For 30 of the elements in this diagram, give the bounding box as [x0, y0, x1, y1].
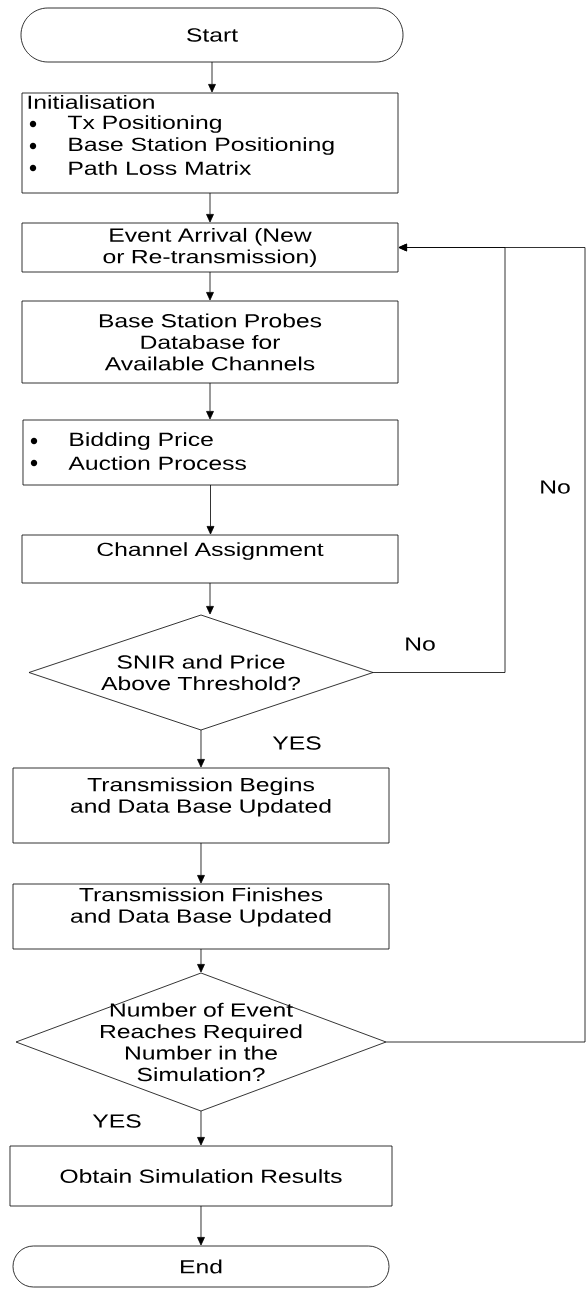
arrow — [197, 1110, 205, 1146]
arrow — [206, 192, 214, 223]
process-box: Channel Assignment — [21, 534, 399, 584]
arrow — [197, 729, 205, 768]
process-box: Obtain Simulation Results — [9, 1145, 393, 1207]
process-box — [22, 419, 399, 486]
arrow — [197, 948, 205, 973]
arrow — [208, 61, 216, 93]
list-item: Path Loss Matrix — [69, 161, 252, 175]
arrow — [206, 484, 215, 535]
arrow — [197, 842, 205, 884]
process-box: Base Station Probes Database for Available Channels — [21, 300, 399, 384]
list-item: Base Station Positioning — [69, 137, 334, 155]
arrow — [385, 243, 586, 1043]
heading: Initialisation — [28, 95, 154, 109]
arrow — [197, 1205, 205, 1246]
list-item: Tx Positioning — [67, 115, 221, 133]
edge-label: YES — [271, 735, 323, 751]
process-box: Event Arrival (New or Re-transmission) — [21, 222, 399, 273]
process-box: Transmission Begins and Data Base Updated — [12, 767, 390, 844]
process-box: Transmission Finishes and Data Base Updated — [12, 883, 390, 950]
edge-label: YES — [91, 1113, 143, 1129]
list-item: Auction Process — [68, 456, 246, 470]
arrow — [206, 271, 214, 301]
edge-label: No — [403, 636, 437, 652]
arrow — [206, 382, 214, 420]
process-box — [21, 92, 399, 194]
arrow — [206, 582, 214, 615]
list-item: Bidding Price — [70, 432, 213, 450]
edge-label: No — [538, 479, 572, 495]
